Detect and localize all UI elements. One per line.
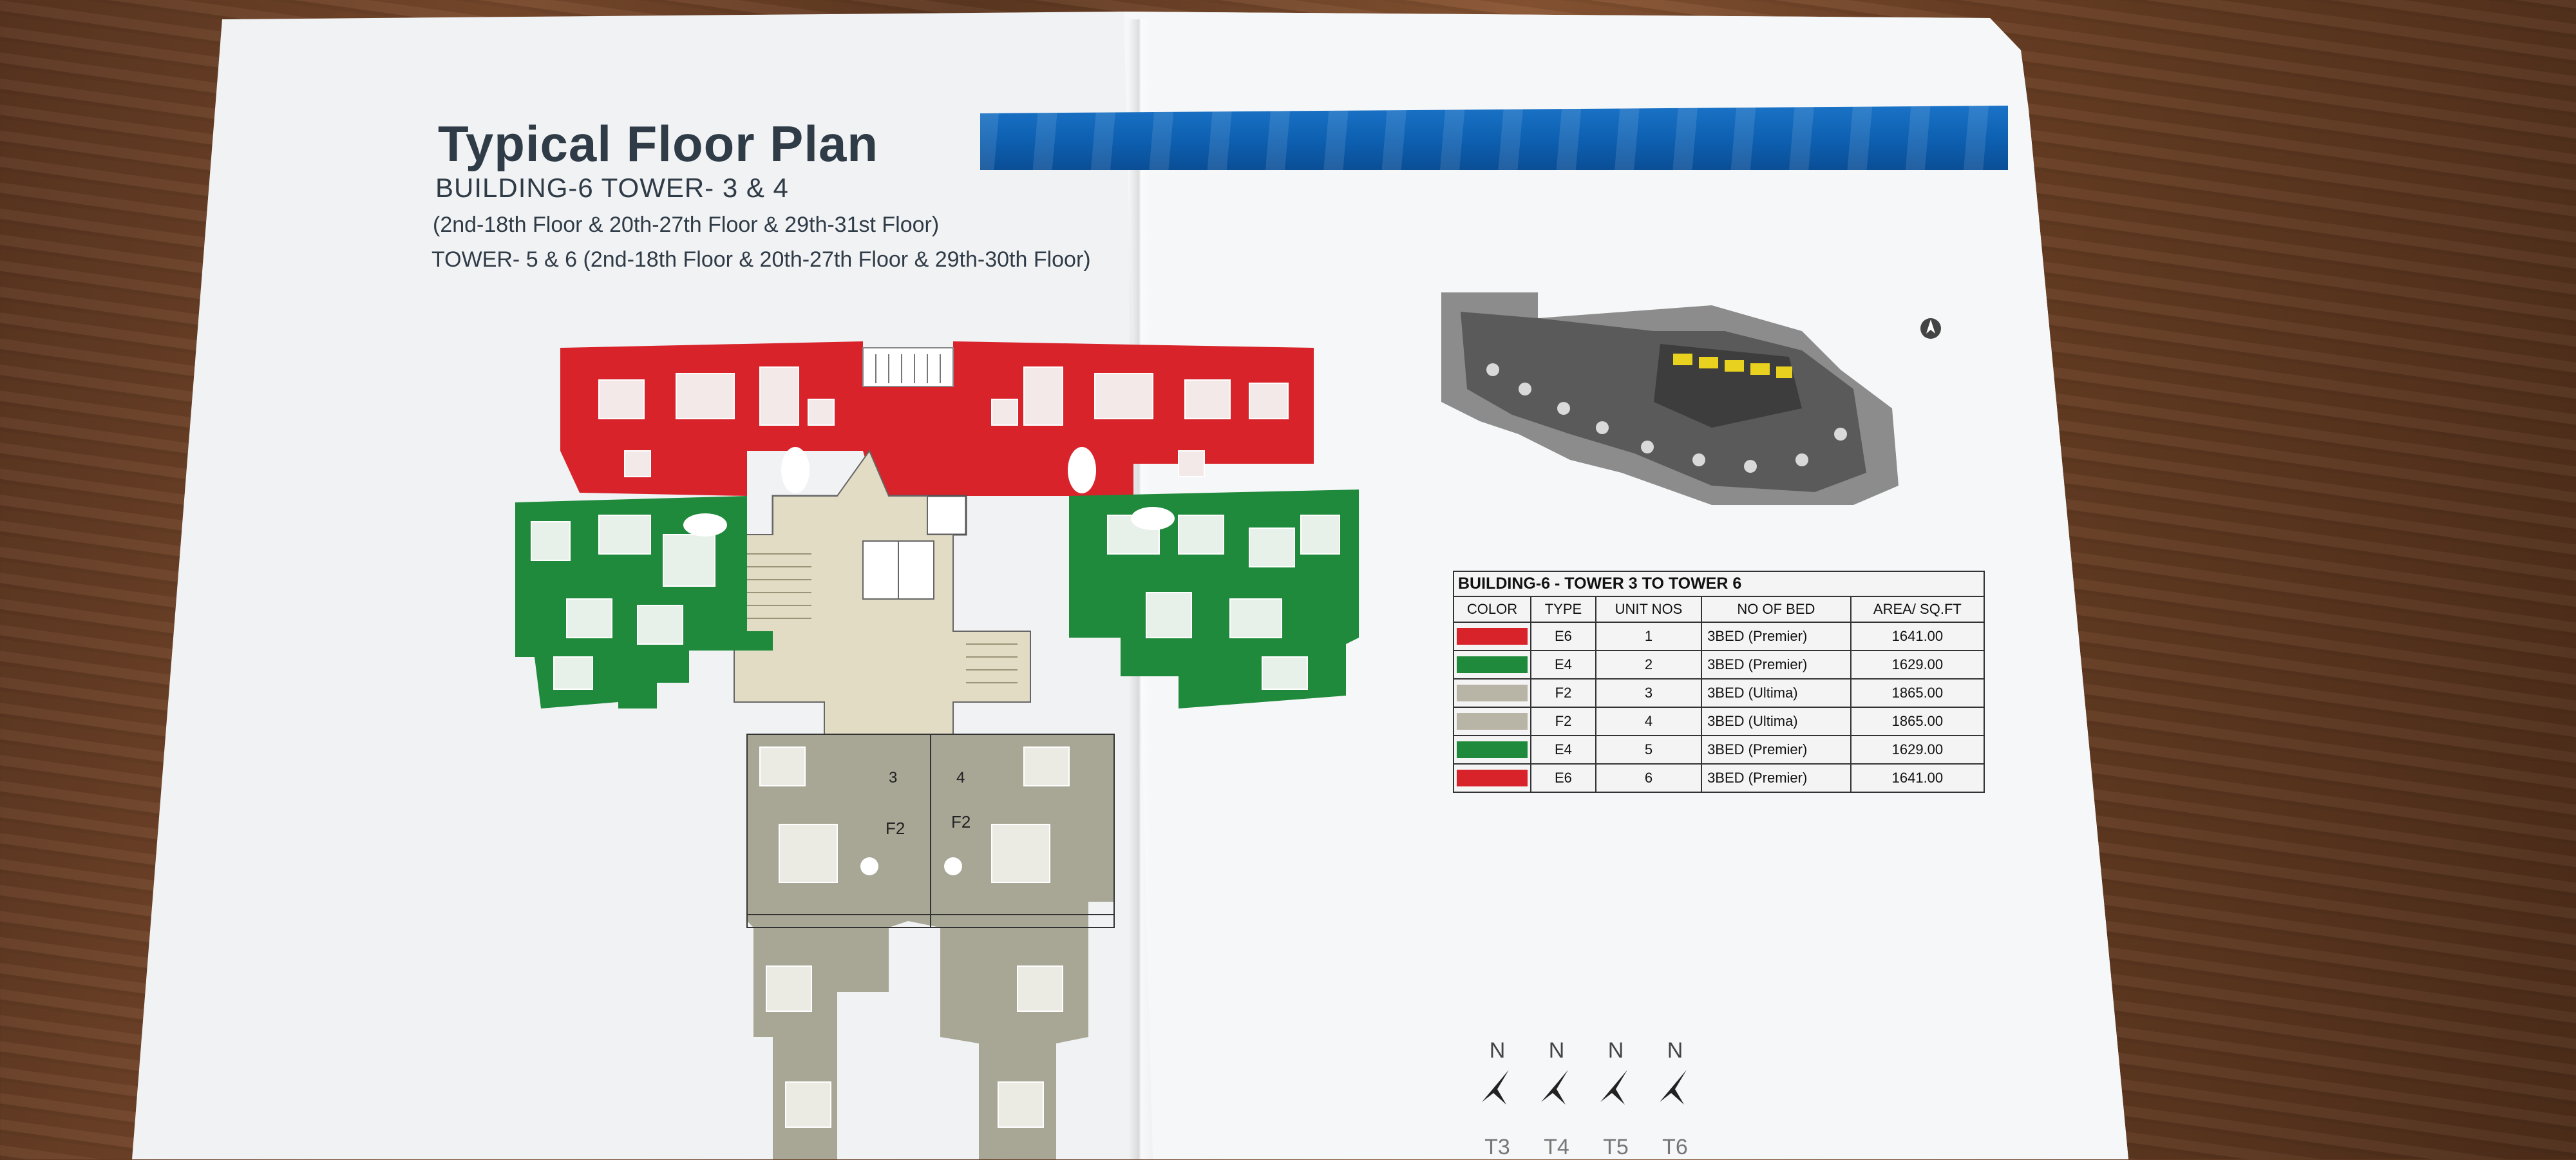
unit-type-f2-right: F2 [951, 812, 971, 832]
blue-header-band [980, 106, 2008, 170]
type-cell: F2 [1530, 678, 1596, 708]
north-arrow-t6: N T6 [1653, 1038, 1698, 1159]
unit-4-label: 4 [956, 769, 965, 786]
color-cell [1453, 763, 1531, 793]
unit-type-f2-left: F2 [886, 819, 905, 838]
legend-header-row: COLOR TYPE UNIT NOS NO OF BED AREA/ SQ.F… [1453, 596, 1985, 623]
bed-cell: 3BED (Premier) [1701, 735, 1852, 765]
unit-cell: 3 [1595, 678, 1703, 708]
header-unit-nos: UNIT NOS [1595, 596, 1703, 623]
tower-label: T6 [1662, 1135, 1688, 1159]
compass-north-icon [1920, 318, 1941, 339]
area-cell: 1629.00 [1850, 735, 1985, 765]
grey-units-f2: 3 4 F2 F2 [746, 734, 1115, 1159]
area-cell: 1865.00 [1850, 678, 1985, 708]
area-cell: 1641.00 [1850, 763, 1985, 793]
unit-cell: 1 [1595, 622, 1703, 651]
table-row: E4 5 3BED (Premier) 1629.00 [1453, 735, 1985, 765]
table-row: E4 2 3BED (Premier) 1629.00 [1453, 650, 1985, 680]
tower-label: T4 [1544, 1135, 1569, 1159]
page-title: Typical Floor Plan [438, 115, 879, 172]
header-no-of-bed: NO OF BED [1701, 596, 1852, 623]
table-row: F2 4 3BED (Ultima) 1865.00 [1453, 707, 1985, 736]
north-arrow-icon [1600, 1070, 1627, 1105]
green-units-e4 [515, 490, 1359, 708]
table-row: F2 3 3BED (Ultima) 1865.00 [1453, 678, 1985, 708]
unit-cell: 5 [1595, 735, 1703, 765]
type-cell: E6 [1530, 763, 1596, 793]
type-cell: E4 [1530, 650, 1596, 680]
area-cell: 1641.00 [1850, 622, 1985, 651]
north-letter: N [1489, 1038, 1506, 1063]
floor-range-towers-5-6: TOWER- 5 & 6 (2nd-18th Floor & 20th-27th… [431, 247, 1091, 272]
north-letter: N [1607, 1038, 1624, 1063]
bed-cell: 3BED (Premier) [1701, 622, 1852, 651]
north-letter: N [1667, 1038, 1683, 1063]
color-swatch [1457, 770, 1528, 786]
area-cell: 1629.00 [1850, 650, 1985, 680]
tower-label: T5 [1603, 1135, 1629, 1159]
unit-cell: 4 [1595, 707, 1703, 736]
north-arrow-t4: N T4 [1534, 1038, 1579, 1159]
north-arrow-icon [1660, 1070, 1687, 1105]
legend-table-caption: BUILDING-6 - TOWER 3 TO TOWER 6 [1453, 571, 1985, 596]
highlighted-towers [1673, 354, 1792, 378]
bed-cell: 3BED (Ultima) [1701, 678, 1852, 708]
unit-cell: 2 [1595, 650, 1703, 680]
red-units-e6 [560, 341, 1314, 496]
building-subtitle: BUILDING-6 TOWER- 3 & 4 [435, 173, 789, 203]
floor-plan-drawing: 3 4 F2 F2 [515, 341, 1359, 1159]
floor-range-towers-3-4: (2nd-18th Floor & 20th-27th Floor & 29th… [433, 213, 940, 237]
type-cell: E4 [1530, 735, 1596, 765]
table-row: E6 6 3BED (Premier) 1641.00 [1453, 763, 1985, 793]
site-key-map [1441, 292, 1899, 505]
north-arrow-t5: N T5 [1593, 1038, 1638, 1159]
north-arrow-icon [1541, 1070, 1568, 1105]
color-swatch [1457, 685, 1528, 701]
unit-legend-table: BUILDING-6 - TOWER 3 TO TOWER 6 COLOR TY… [1453, 571, 1985, 793]
header-area: AREA/ SQ.FT [1850, 596, 1985, 623]
header-color: COLOR [1453, 596, 1531, 623]
unit-cell: 6 [1595, 763, 1703, 793]
north-arrow-icon [1482, 1070, 1509, 1105]
type-cell: E6 [1530, 622, 1596, 651]
north-arrow-t3: N T3 [1475, 1038, 1520, 1159]
color-swatch [1457, 741, 1528, 758]
color-cell [1453, 650, 1531, 680]
color-swatch [1457, 656, 1528, 673]
header-type: TYPE [1530, 596, 1596, 623]
central-core [734, 449, 1031, 857]
table-row: E6 1 3BED (Premier) 1641.00 [1453, 622, 1985, 651]
tower-label: T3 [1484, 1135, 1510, 1159]
color-cell [1453, 622, 1531, 651]
color-swatch [1457, 713, 1528, 730]
color-cell [1453, 707, 1531, 736]
north-letter: N [1548, 1038, 1565, 1063]
tower-north-arrows: N T3 N T4 N T5 N T6 [1475, 1038, 1707, 1159]
unit-3-label: 3 [889, 769, 897, 786]
color-cell [1453, 678, 1531, 708]
bed-cell: 3BED (Premier) [1701, 763, 1852, 793]
color-cell [1453, 735, 1531, 765]
bed-cell: 3BED (Ultima) [1701, 707, 1852, 736]
color-swatch [1457, 628, 1528, 645]
type-cell: F2 [1530, 707, 1596, 736]
bed-cell: 3BED (Premier) [1701, 650, 1852, 680]
area-cell: 1865.00 [1850, 707, 1985, 736]
